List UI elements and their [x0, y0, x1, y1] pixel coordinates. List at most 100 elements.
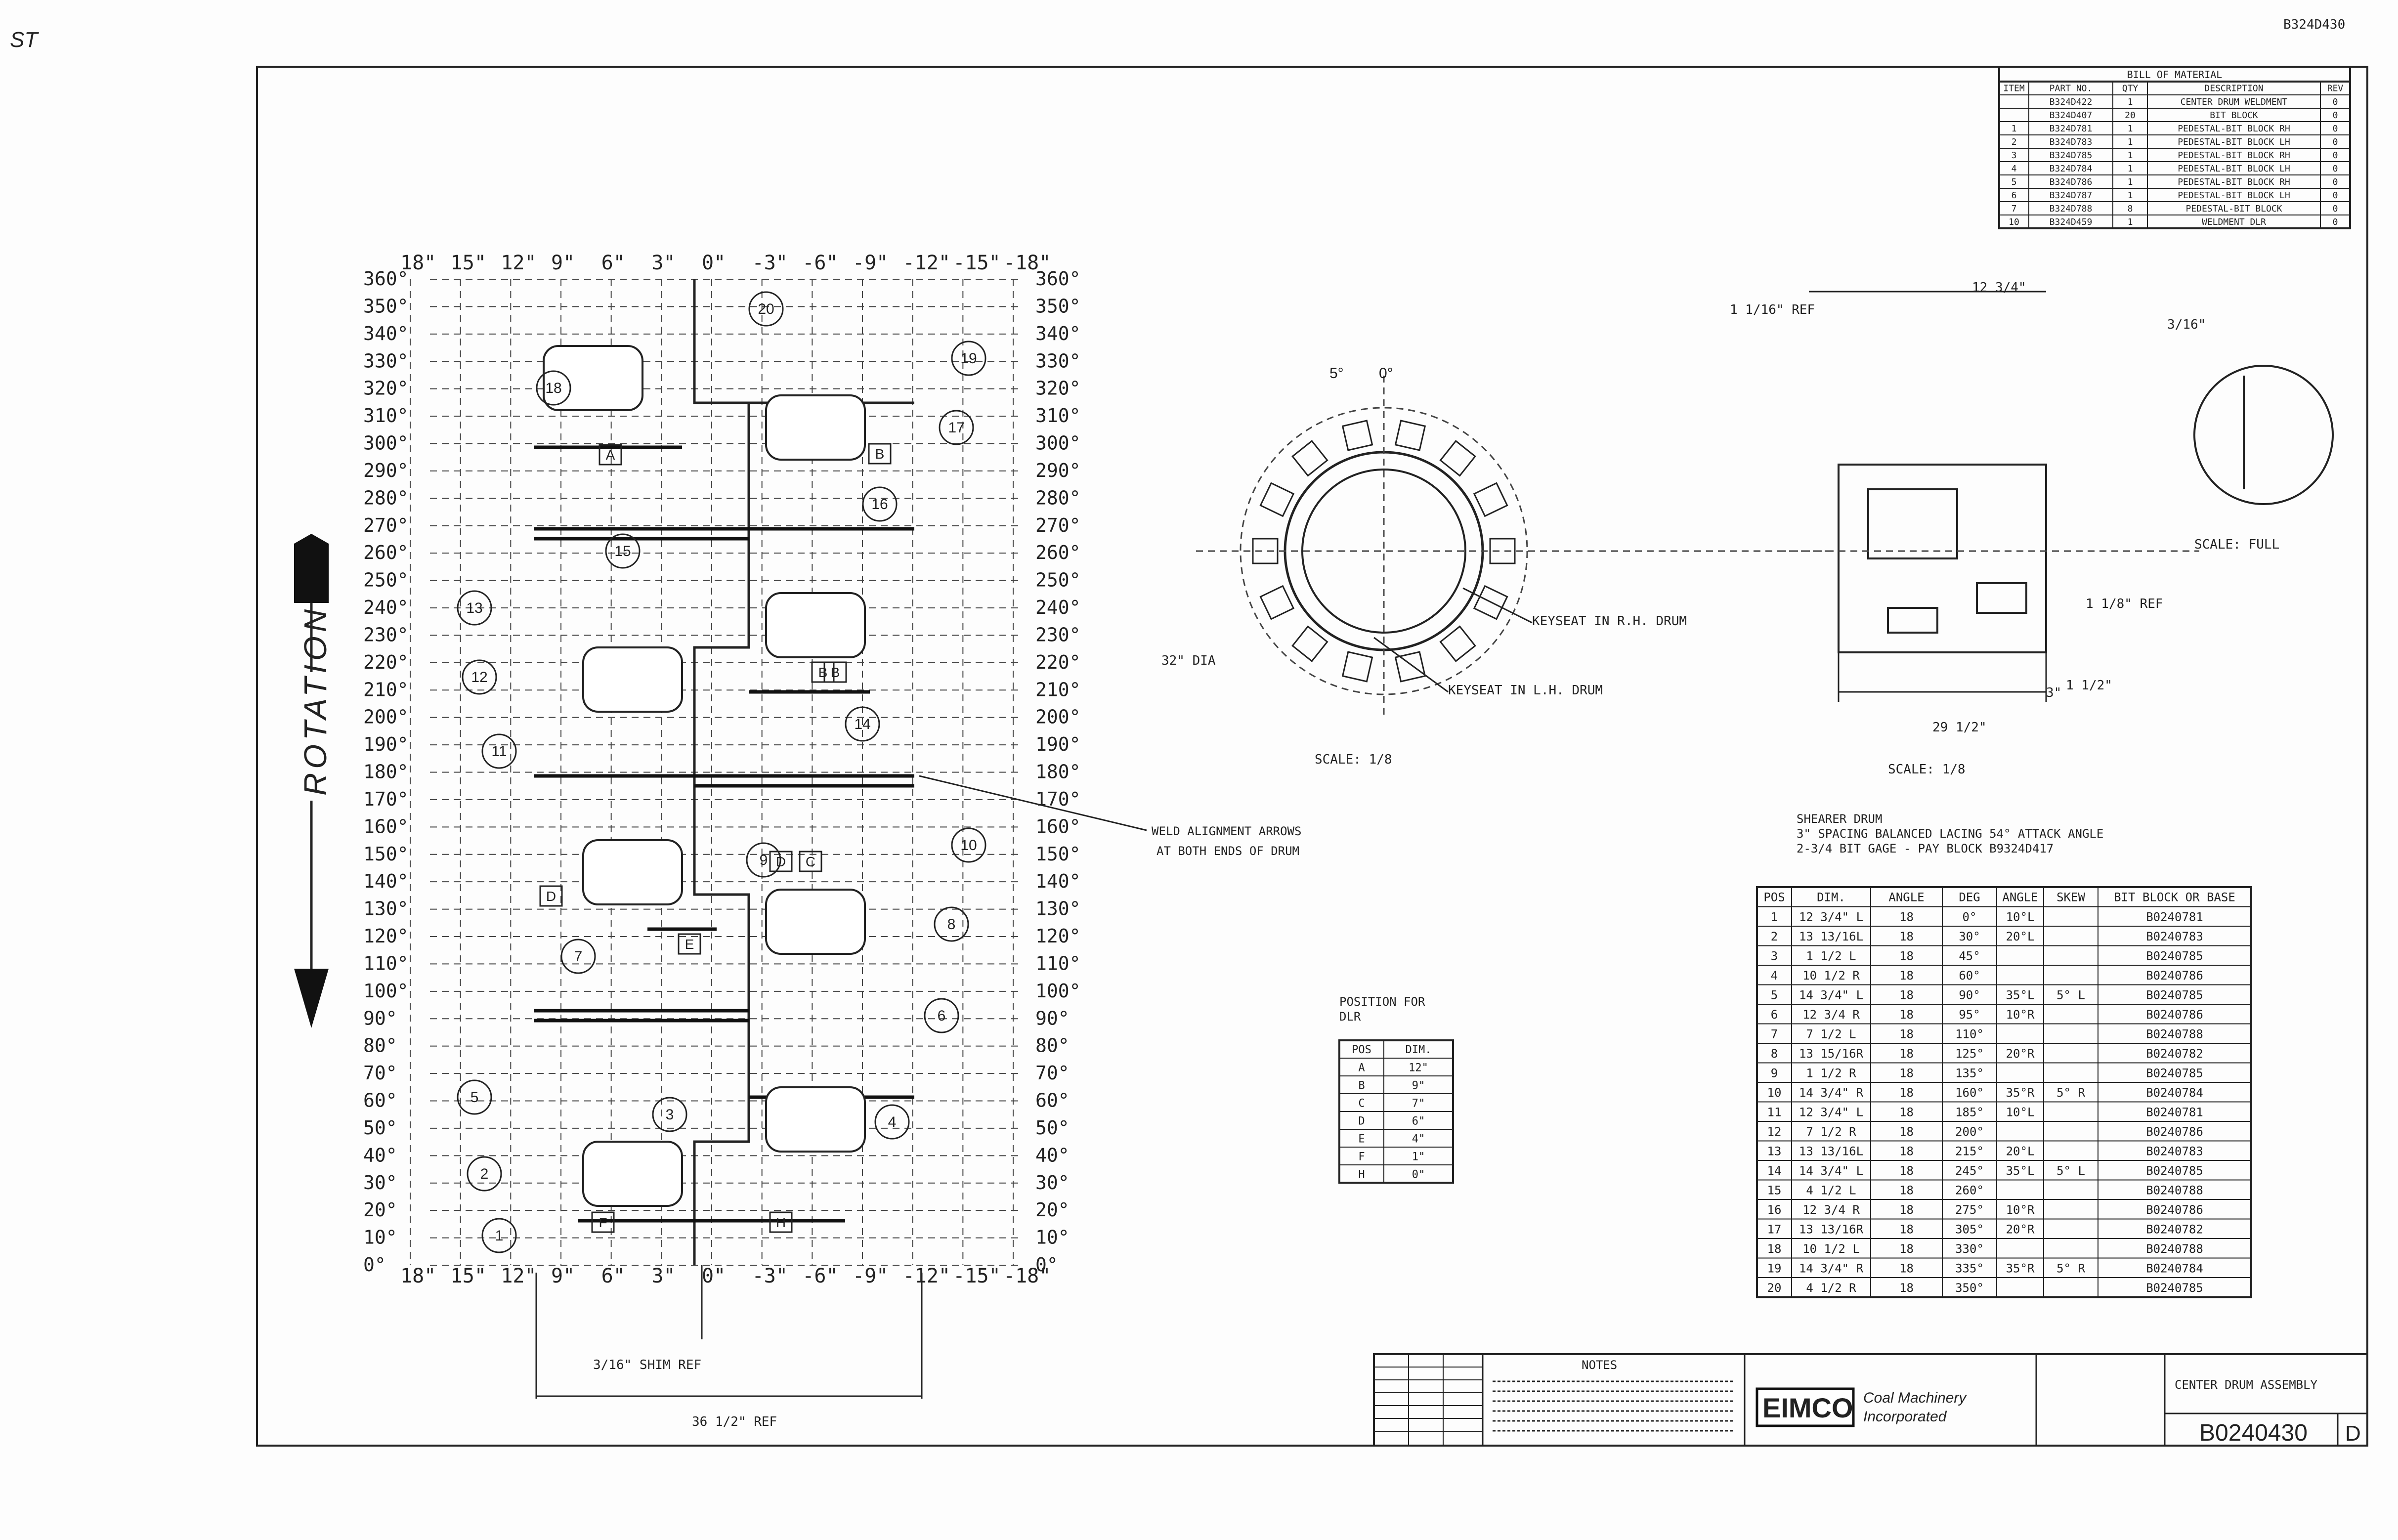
table-cell: B0240786 — [2146, 969, 2203, 983]
block-number: 14 — [854, 716, 870, 732]
weld-note-line1: WELD ALIGNMENT ARROWS — [1152, 824, 1301, 838]
company-logo-box — [1756, 1387, 1855, 1427]
offset-bottom-label: -3" — [752, 1265, 788, 1287]
lug-label: H — [776, 1215, 786, 1230]
section-bit-block — [1259, 585, 1295, 620]
table-cell: PEDESTAL-BIT BLOCK RH — [2178, 124, 2290, 134]
scale-right-label: 30° — [1035, 1172, 1070, 1194]
section-angle-0: 0° — [1379, 365, 1393, 382]
table-cell: 7 1/2 R — [1806, 1125, 1856, 1139]
block-number: 10 — [960, 837, 977, 854]
table-cell: 20°L — [2006, 930, 2035, 943]
table-cell: 5° L — [2056, 1164, 2085, 1178]
table-cell: 1 — [1771, 910, 1778, 924]
offset-bottom-label: 18" — [400, 1265, 436, 1287]
table-cell: 5° L — [2056, 988, 2085, 1002]
table-cell: B0240781 — [2146, 1106, 2203, 1119]
table-cell: 18 — [1899, 1184, 1914, 1198]
drum-note-line2: 3" SPACING BALANCED LACING 54° ATTACK AN… — [1797, 827, 2103, 841]
table-cell: B324D785 — [2050, 150, 2093, 161]
table-cell: 18 — [1899, 969, 1914, 983]
scale-left-label: 40° — [363, 1144, 397, 1166]
table-cell: B0240785 — [2146, 1281, 2203, 1295]
table-cell: 260° — [1955, 1184, 1984, 1198]
table-cell: 5° R — [2056, 1262, 2085, 1276]
table-cell: 14 3/4" R — [1799, 1086, 1864, 1100]
table-cell: 13 15/16R — [1799, 1047, 1864, 1061]
lug-label: B — [875, 446, 885, 462]
table-cell: PEDESTAL-BIT BLOCK LH — [2178, 137, 2290, 147]
lug-box — [823, 661, 847, 683]
table-header-cell: ITEM — [2003, 83, 2025, 93]
table-cell: 7 — [2012, 204, 2017, 214]
block-number: 18 — [545, 380, 561, 396]
scale-left-label: 210° — [363, 679, 409, 700]
table-cell: B0240786 — [2146, 1203, 2203, 1217]
section-bit-block — [1473, 482, 1508, 517]
scale-right-label: 350° — [1035, 295, 1081, 317]
table-cell: 5 — [1771, 988, 1778, 1002]
table-cell: 30° — [1959, 930, 1980, 943]
table-cell: 18 — [1899, 1047, 1914, 1061]
section-bit-block — [1291, 625, 1328, 662]
drawing-number: B0240430 — [2199, 1420, 2308, 1446]
table-cell: 13 13/16L — [1799, 1145, 1863, 1158]
scale-left-label: 300° — [363, 432, 409, 454]
block-balloon — [536, 370, 571, 406]
table-cell: 16 — [1767, 1203, 1782, 1217]
table-cell: B0240785 — [2146, 1067, 2203, 1080]
offset-top-label: -9" — [853, 252, 888, 274]
scale-right-label: 210° — [1035, 679, 1081, 700]
table-cell: 18 — [1899, 1164, 1914, 1178]
scale-right-label: 100° — [1035, 980, 1081, 1002]
block-number: 6 — [938, 1008, 946, 1024]
table-cell: B0240785 — [2146, 988, 2203, 1002]
offset-bottom-label: 0" — [702, 1265, 726, 1287]
table-cell: 20°R — [2006, 1047, 2035, 1061]
side-scale: SCALE: 1/8 — [1888, 762, 1966, 777]
scale-right-label: 360° — [1035, 268, 1081, 290]
table-cell: 18 — [1899, 1106, 1914, 1119]
table-header-cell: QTY — [2122, 83, 2139, 93]
table-cell: B — [1358, 1080, 1365, 1092]
offset-top-label: 3" — [651, 252, 675, 274]
table-cell: 215° — [1955, 1145, 1984, 1158]
table-cell: 17 — [1767, 1223, 1782, 1237]
table-cell: 1 — [2128, 137, 2133, 147]
offset-top-label: -6" — [802, 252, 838, 274]
block-number: 4 — [888, 1114, 897, 1130]
scale-right-label: 170° — [1035, 788, 1081, 810]
table-header-cell: ANGLE — [1888, 890, 1924, 904]
table-cell: 19 — [1767, 1262, 1782, 1276]
table-cell: B0240785 — [2146, 1164, 2203, 1178]
side-dimension: 29 1/2" — [1932, 720, 1987, 735]
table-cell: 35°L — [2006, 988, 2035, 1002]
table-cell: 18 — [1899, 988, 1914, 1002]
table-cell: 2 — [1771, 930, 1778, 943]
scale-left-label: 270° — [363, 514, 409, 536]
section-angle-5: 5° — [1329, 365, 1344, 382]
offset-bottom-label: -6" — [802, 1265, 838, 1287]
offset-top-label: -12" — [903, 252, 950, 274]
table-cell: 10°R — [2006, 1008, 2035, 1022]
scale-left-label: 310° — [363, 405, 409, 427]
offset-bottom-label: 15" — [451, 1265, 486, 1287]
table-header-cell: BIT BLOCK OR BASE — [2114, 890, 2235, 904]
table-cell: WELDMENT DLR — [2202, 217, 2266, 227]
scale-right-label: 260° — [1035, 542, 1081, 563]
table-cell: 11 — [1767, 1106, 1782, 1119]
table-cell: 14 — [1767, 1164, 1782, 1178]
side-dimension: 3/16" — [2167, 317, 2206, 332]
scale-left-label: 180° — [363, 761, 409, 783]
offset-top-label: -18" — [1003, 252, 1051, 274]
scale-left-label: 10° — [363, 1227, 397, 1248]
scale-left-label: 190° — [363, 733, 409, 755]
table-cell: B324D422 — [2050, 97, 2093, 107]
table-cell: 35°L — [2006, 1164, 2035, 1178]
scale-right-label: 10° — [1035, 1227, 1070, 1248]
block-balloon — [748, 291, 784, 327]
company-logo: EIMCO — [1762, 1392, 1853, 1423]
bottom-dimension: 36 1/2" REF — [692, 1414, 777, 1429]
drawing-revision: D — [2345, 1421, 2361, 1446]
lug-box — [591, 1211, 615, 1233]
